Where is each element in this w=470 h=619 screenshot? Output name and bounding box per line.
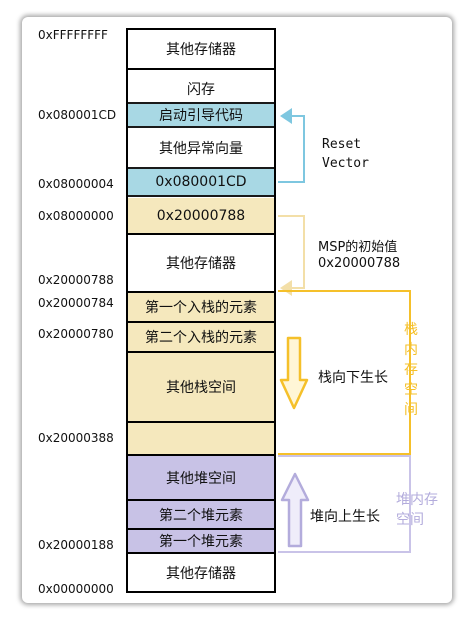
memory-cell-reset-vector: 0x080001CD — [126, 167, 276, 197]
memory-cell-second-stack-element: 第二个入栈的元素 — [128, 323, 274, 351]
stack-space-char: 空 — [404, 382, 418, 398]
msp-bracket — [278, 215, 305, 289]
address-label: 0x080001CD — [38, 108, 117, 122]
divider — [126, 291, 276, 293]
reset-vector-bracket — [278, 115, 305, 183]
stack-space-vertical-label: 栈 内 存 空 间 — [403, 320, 419, 420]
address-label: 0x20000188 — [38, 538, 114, 552]
divider — [126, 233, 276, 235]
memory-cell-other-heap-space: 其他堆空间 — [128, 456, 274, 499]
memory-cell-other-storage-top: 其他存储器 — [128, 30, 274, 68]
stack-space-bracket — [278, 290, 411, 455]
heap-space-label-line1: 堆内存 — [396, 492, 438, 508]
address-label: 0x20000780 — [38, 327, 114, 341]
divider — [126, 351, 276, 353]
stack-space-char: 栈 — [404, 322, 418, 338]
memory-map-column — [126, 28, 276, 593]
memory-cell-stack-bottom — [128, 423, 274, 454]
stack-direction-label: 栈向下生长 — [318, 370, 388, 386]
address-label: 0x20000388 — [38, 431, 114, 445]
reset-vector-label-line2: Vector — [322, 156, 369, 171]
reset-vector-arrowhead — [280, 108, 292, 124]
divider — [126, 552, 276, 554]
stack-space-char: 存 — [404, 362, 418, 378]
address-label: 0x20000784 — [38, 296, 114, 310]
heap-up-arrow-icon — [280, 472, 310, 548]
address-label: 0x08000000 — [38, 209, 114, 223]
msp-label-line1: MSP的初始值 — [318, 240, 398, 255]
memory-cell-boot-code: 启动引导代码 — [126, 102, 276, 128]
memory-cell-other-storage-bottom: 其他存储器 — [128, 554, 274, 592]
memory-cell-other-stack-space: 其他栈空间 — [128, 353, 274, 421]
divider — [126, 321, 276, 323]
address-label: 0x00000000 — [38, 582, 114, 596]
address-label: 0xFFFFFFFF — [38, 28, 108, 42]
divider — [126, 528, 276, 530]
heap-direction-label: 堆向上生长 — [310, 509, 380, 525]
memory-cell-other-storage-mid: 其他存储器 — [128, 235, 274, 291]
stack-space-char: 内 — [404, 342, 418, 358]
memory-cell-other-exception-vectors: 其他异常向量 — [128, 131, 274, 165]
address-label: 0x08000004 — [38, 177, 114, 191]
memory-cell-first-heap-element: 第一个堆元素 — [128, 530, 274, 552]
divider — [126, 68, 276, 70]
stack-space-char: 间 — [404, 402, 418, 418]
divider — [126, 499, 276, 501]
divider — [126, 454, 276, 456]
stack-down-arrow-icon — [279, 336, 309, 410]
address-label: 0x20000788 — [38, 273, 114, 287]
memory-cell-second-heap-element: 第二个堆元素 — [128, 501, 274, 528]
msp-arrowhead — [280, 280, 292, 296]
memory-cell-flash-label: 闪存 — [128, 78, 274, 100]
reset-vector-label-line1: Reset — [322, 137, 362, 152]
memory-cell-msp-initial: 0x20000788 — [128, 198, 274, 233]
msp-label-line2: 0x20000788 — [318, 256, 401, 271]
divider — [126, 421, 276, 423]
heap-space-bracket — [278, 455, 411, 553]
heap-space-label-line2: 空间 — [396, 512, 424, 528]
memory-cell-first-stack-element: 第一个入栈的元素 — [128, 293, 274, 321]
